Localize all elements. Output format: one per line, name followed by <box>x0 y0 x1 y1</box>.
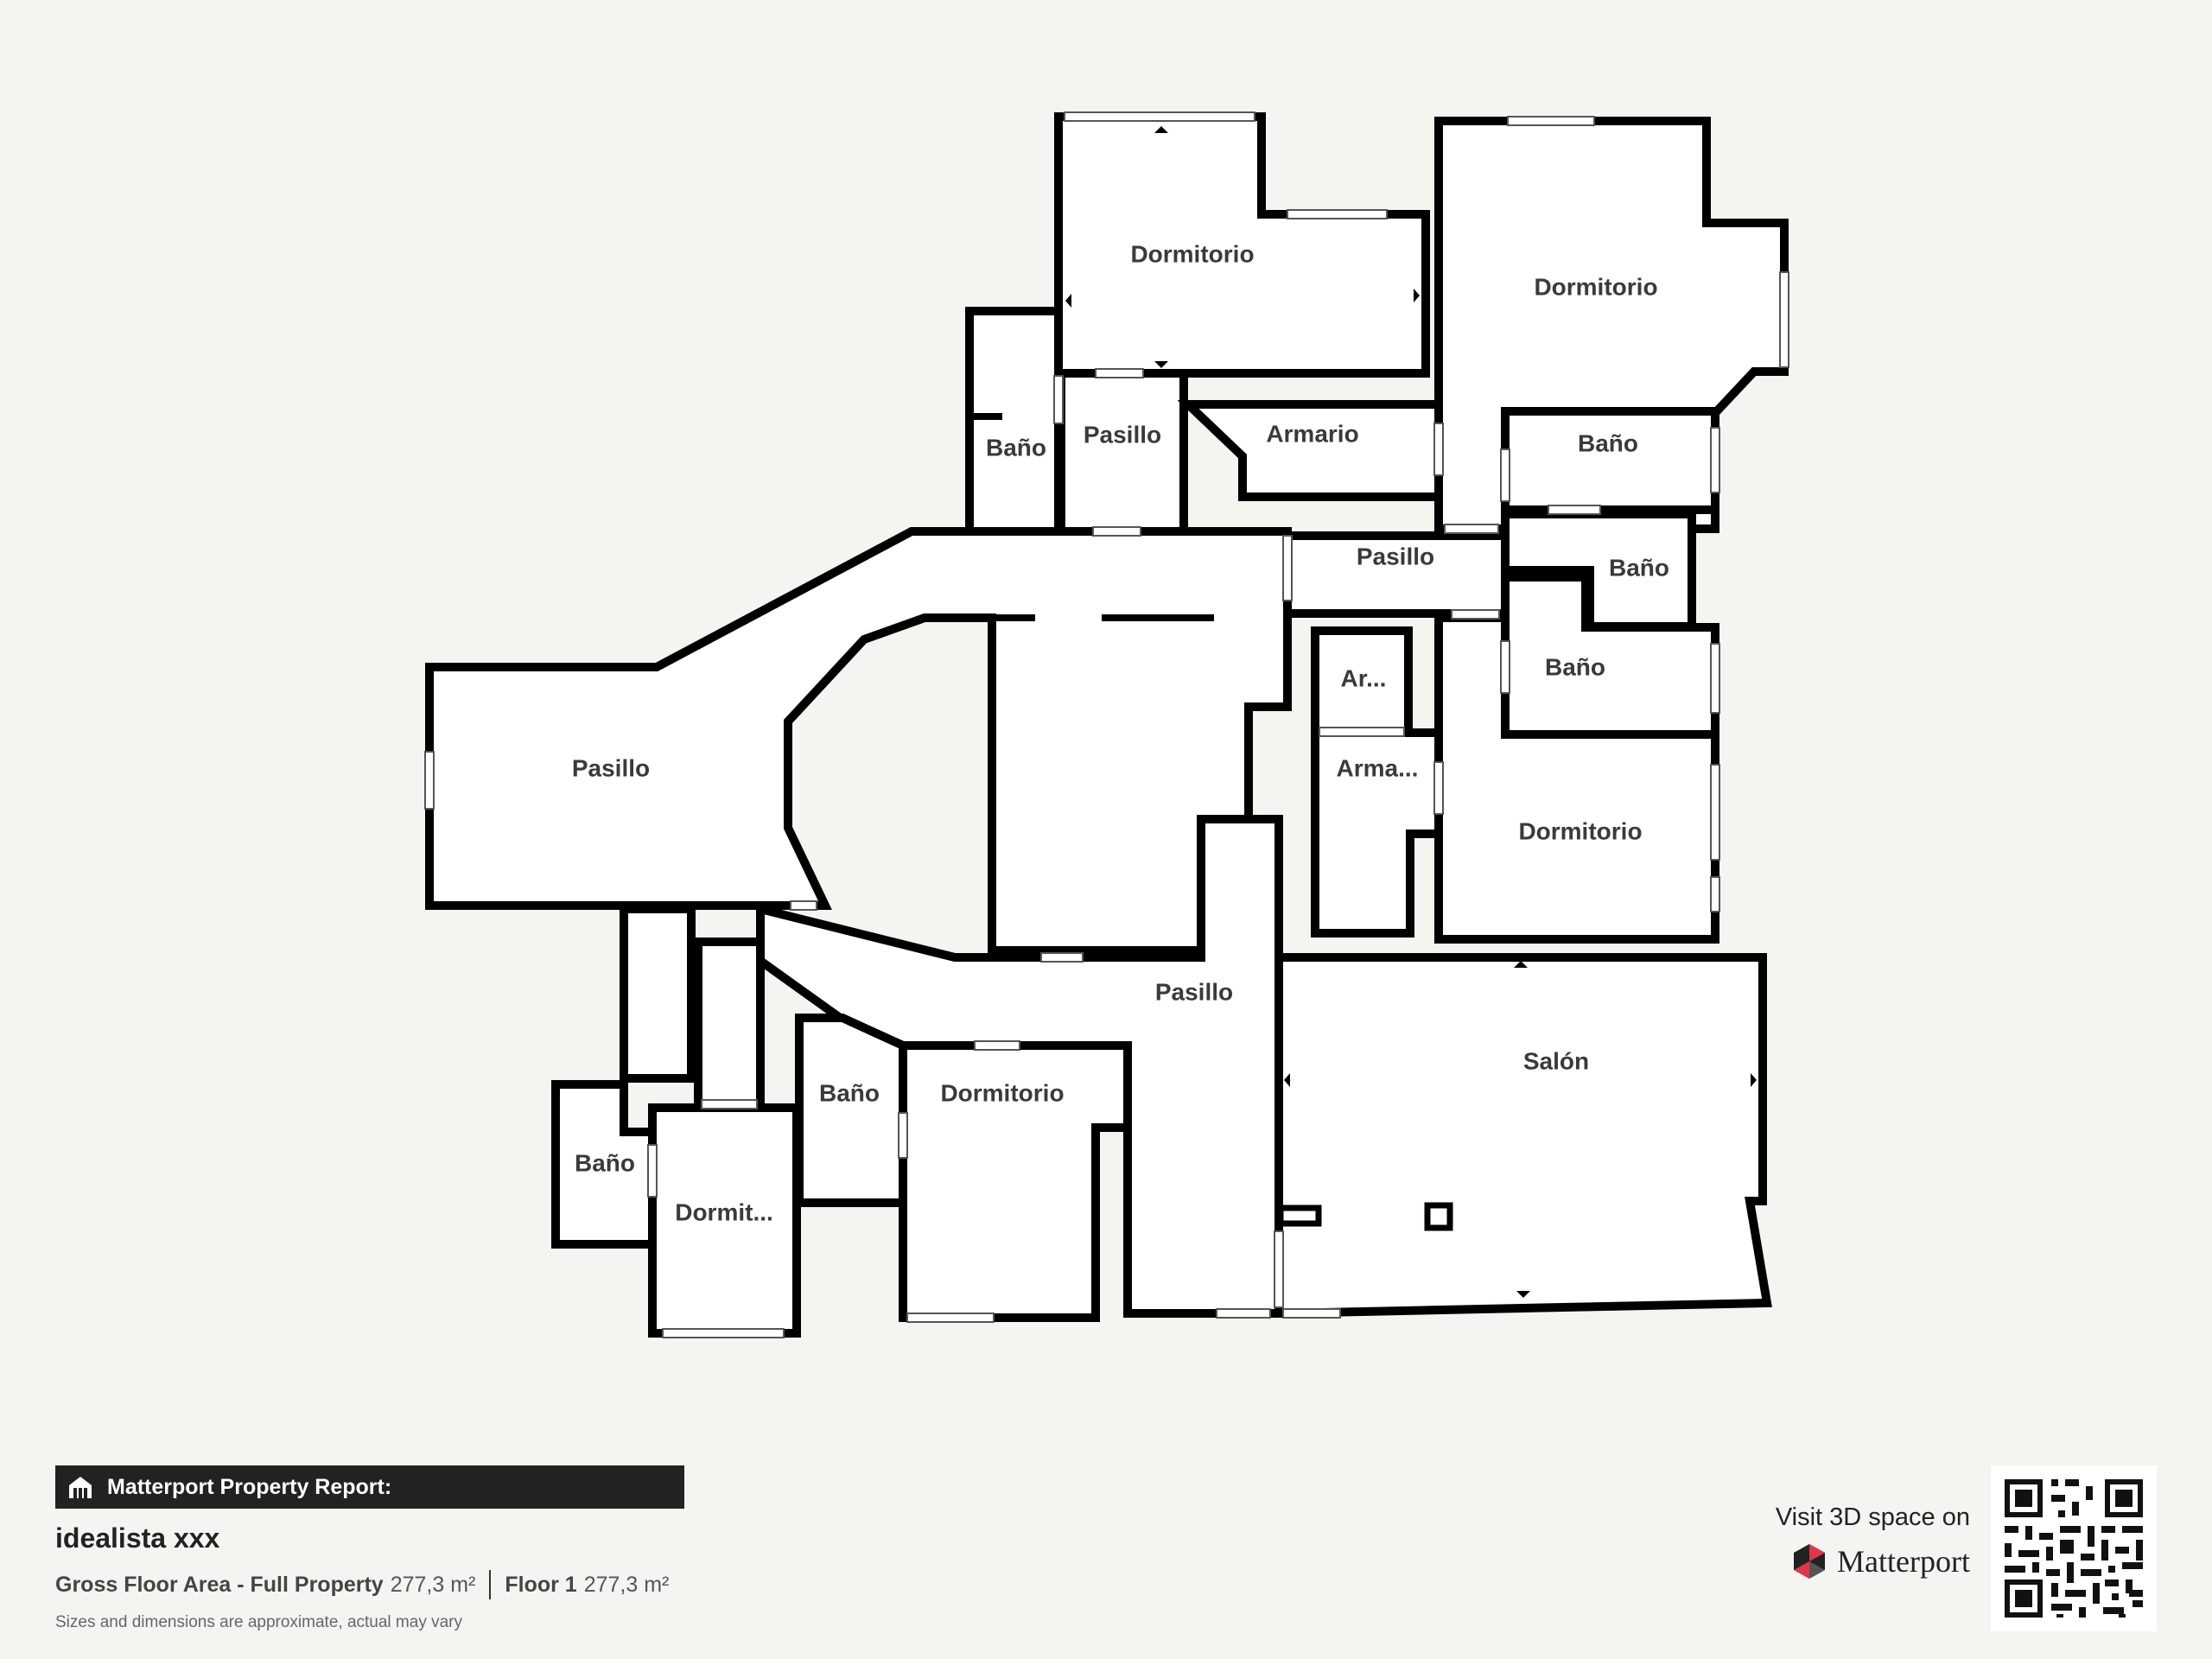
room-corridor-stub-2 <box>694 938 765 1109</box>
separator <box>489 1570 492 1599</box>
shelf-fixture <box>1277 1205 1322 1227</box>
door <box>647 1144 658 1198</box>
door <box>1053 375 1064 424</box>
marker-icon <box>1514 961 1528 968</box>
room-label: Pasillo <box>1084 421 1161 448</box>
door <box>1433 761 1444 815</box>
room-dormitorio-4 <box>899 1041 1132 1322</box>
window <box>662 1328 785 1338</box>
marker-icon <box>1414 289 1420 302</box>
visit-text: Visit 3D space on <box>1775 1503 1970 1531</box>
room-label: Pasillo <box>1357 543 1434 569</box>
room-label: Baño <box>575 1149 635 1176</box>
window <box>1216 1308 1271 1319</box>
marker-icon <box>1516 1291 1530 1298</box>
property-name: idealista xxx <box>55 1522 220 1554</box>
room-bano-5 <box>795 1014 907 1207</box>
interior-details <box>929 413 1453 1231</box>
window <box>1287 209 1388 219</box>
window <box>1779 271 1789 368</box>
room-label: Pasillo <box>572 754 650 781</box>
window <box>1710 764 1720 861</box>
door <box>701 1099 758 1109</box>
report-header-bar: Matterport Property Report: <box>55 1465 684 1509</box>
room-corridor-stub-1 <box>620 905 696 1083</box>
gross-area-value: 277,3 m² <box>390 1572 476 1597</box>
room-pasillo-1 <box>1057 369 1188 538</box>
building-icon <box>69 1477 92 1498</box>
door <box>1274 1230 1284 1308</box>
marker-icon <box>1065 294 1071 308</box>
marker-icon <box>1284 1073 1290 1087</box>
room-label: Pasillo <box>1155 978 1233 1005</box>
room-label: Salón <box>1523 1047 1589 1074</box>
room-label: Baño <box>1545 653 1605 680</box>
room-dormitorio-3 <box>1434 613 1719 944</box>
report-title: Matterport Property Report: <box>107 1474 392 1499</box>
room-label: Dormit... <box>675 1198 773 1225</box>
window <box>424 751 435 810</box>
floor-label: Floor 1 <box>505 1572 577 1597</box>
room-label: Baño <box>986 434 1046 461</box>
doors <box>647 368 1720 1308</box>
matterport-brand[interactable]: Matterport <box>1763 1541 1970 1582</box>
door <box>1451 609 1500 620</box>
door <box>1282 535 1293 601</box>
door <box>974 1040 1020 1051</box>
window <box>1507 116 1595 126</box>
room-label: Baño <box>1578 429 1638 456</box>
disclaimer: Sizes and dimensions are approximate, ac… <box>55 1613 463 1631</box>
visit-block: Visit 3D space on Matterport <box>1763 1503 1970 1582</box>
rooms <box>425 112 1789 1338</box>
door <box>1548 505 1601 515</box>
area-summary: Gross Floor Area - Full Property 277,3 m… <box>55 1570 684 1599</box>
windows <box>424 111 1789 1338</box>
room-armario <box>1177 400 1443 501</box>
marker-icon <box>1751 1073 1757 1087</box>
report-footer: Matterport Property Report: idealista xx… <box>55 1465 684 1632</box>
door <box>1095 368 1144 378</box>
room-pasillo-3 <box>425 527 1292 955</box>
gross-area-label: Gross Floor Area - Full Property <box>55 1572 384 1597</box>
room-label: Baño <box>1609 554 1669 581</box>
window <box>1710 643 1720 714</box>
room-bano-1 <box>965 307 1063 538</box>
qr-code-icon <box>1991 1465 2157 1631</box>
matterport-brand-name: Matterport <box>1837 1544 1970 1579</box>
door <box>1433 423 1444 476</box>
column-fixture <box>1424 1202 1453 1231</box>
door <box>1500 640 1510 694</box>
door <box>1444 524 1499 534</box>
marker-icon <box>1154 126 1168 133</box>
window <box>906 1313 995 1323</box>
room-label: Dormitorio <box>1518 817 1642 844</box>
door <box>1319 727 1405 737</box>
floor-area-value: 277,3 m² <box>583 1572 670 1597</box>
door <box>1500 448 1510 502</box>
matterport-logo-icon <box>1794 1544 1826 1579</box>
door <box>898 1112 908 1159</box>
door <box>1040 952 1084 963</box>
marker-icon <box>1154 361 1168 368</box>
room-label: Ar... <box>1341 664 1387 691</box>
markers <box>1065 126 1757 1298</box>
room-label: Armario <box>1266 420 1358 447</box>
qr-code[interactable] <box>1991 1465 2157 1631</box>
door <box>790 900 817 911</box>
room-label: Dormitorio <box>1534 273 1657 300</box>
door <box>1710 427 1720 493</box>
window <box>1282 1308 1341 1319</box>
room-label: Arma... <box>1337 754 1419 781</box>
room-labels: Dormitorio Dormitorio Baño Pasillo Armar… <box>572 240 1669 1225</box>
room-salon <box>1274 953 1772 1319</box>
room-label: Baño <box>819 1079 880 1106</box>
window <box>1710 876 1720 912</box>
room-label: Dormitorio <box>1130 240 1254 267</box>
window <box>1064 111 1255 122</box>
door <box>1092 526 1141 537</box>
room-bano-2 <box>1501 407 1719 514</box>
room-label: Dormitorio <box>940 1079 1064 1106</box>
